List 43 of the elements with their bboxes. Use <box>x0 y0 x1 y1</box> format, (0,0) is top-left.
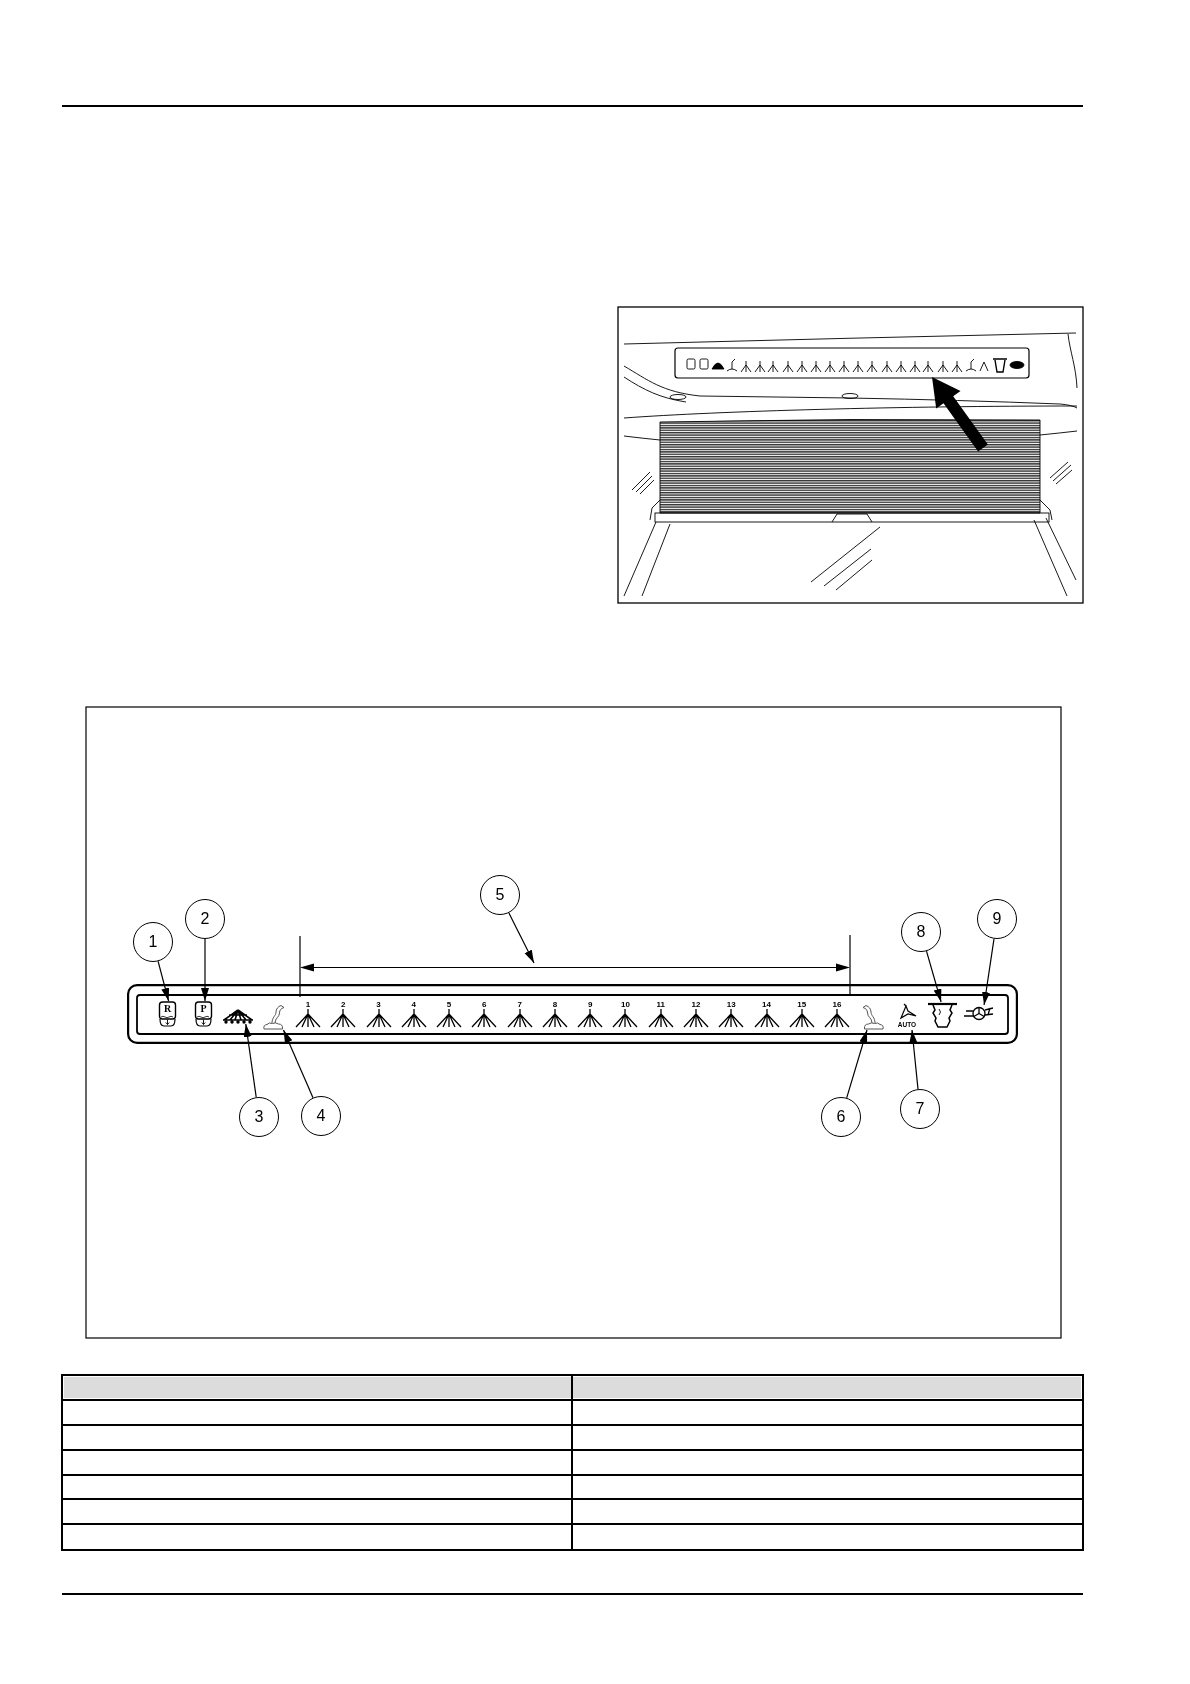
section-number: 6 <box>481 1000 488 1009</box>
callout-number: 7 <box>900 1089 940 1129</box>
section-number: 12 <box>690 1000 702 1009</box>
fan-icon <box>964 1005 994 1022</box>
callout-number: 8 <box>901 912 941 952</box>
dimension-line <box>300 963 850 972</box>
section-number: 3 <box>375 1000 382 1009</box>
callout-number: 9 <box>977 899 1017 939</box>
icon-letter: P <box>199 1003 208 1015</box>
icon-letter: R <box>162 1003 173 1015</box>
marker-icon <box>861 1003 885 1030</box>
boom-icon <box>222 1009 254 1024</box>
leader-line <box>982 938 995 1006</box>
section-number: 15 <box>796 1000 808 1009</box>
leader-line <box>925 950 942 1003</box>
section-number: 13 <box>725 1000 737 1009</box>
indicator-light-bar <box>127 984 1018 1044</box>
callout-number: 6 <box>821 1097 861 1137</box>
leader-line <box>201 938 209 1002</box>
section-number: 9 <box>586 1000 594 1009</box>
leader-line <box>243 1023 257 1098</box>
section-number: 1 <box>304 1000 312 1009</box>
section-number: 16 <box>831 1000 843 1009</box>
section-number: 14 <box>761 1000 772 1009</box>
callout-number: 1 <box>133 922 173 962</box>
callout-number: 3 <box>239 1097 279 1137</box>
callout-number: 2 <box>185 899 225 939</box>
section-number: 5 <box>445 1000 453 1009</box>
leader-line <box>282 1029 314 1099</box>
callout-number: 4 <box>301 1096 341 1136</box>
leader-line <box>846 1029 868 1099</box>
leader-line <box>508 912 535 964</box>
section-number: 8 <box>551 1000 559 1009</box>
section-number: 10 <box>619 1000 631 1009</box>
leader-line <box>909 1029 919 1090</box>
callout-number: 5 <box>480 875 520 915</box>
container-icon <box>927 1002 958 1029</box>
section-number: 11 <box>655 1000 666 1009</box>
section-number: 7 <box>516 1000 523 1009</box>
leader-line <box>157 960 170 1002</box>
marker-icon <box>262 1003 286 1030</box>
section-number: 2 <box>340 1000 347 1009</box>
section-number: 4 <box>410 1000 417 1009</box>
